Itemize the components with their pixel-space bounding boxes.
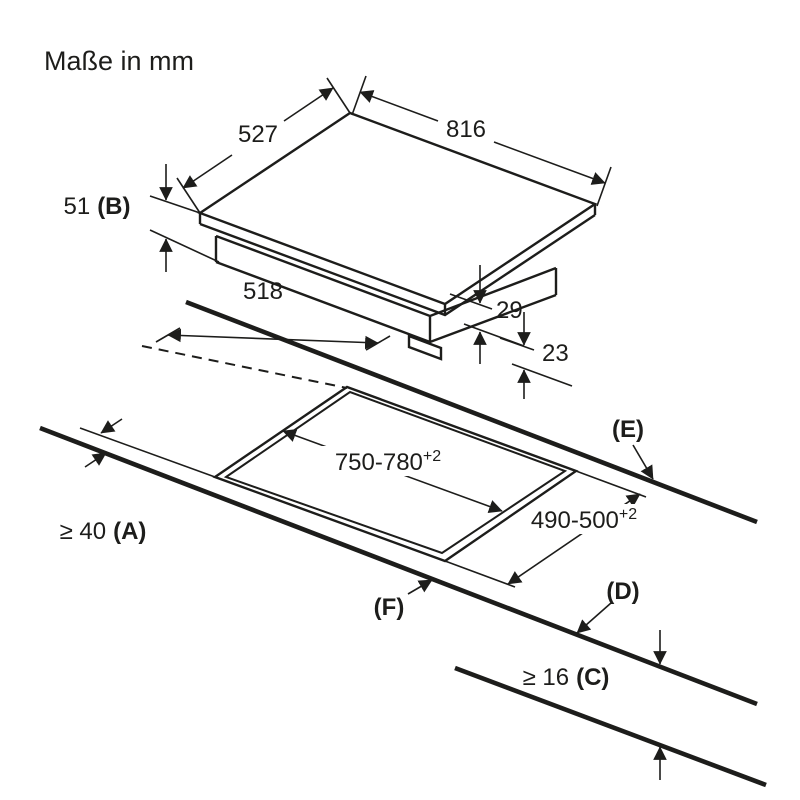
dim-cutout-width-text-mask xyxy=(316,446,461,476)
thickness-ref: (C) xyxy=(576,664,609,691)
worktop-rear-edge-line xyxy=(185,299,758,525)
hob-base xyxy=(214,234,558,344)
label-ref-d: (D) xyxy=(606,578,639,605)
dim-hob-width-816 xyxy=(351,75,612,207)
dim-base-depth-518 xyxy=(155,327,391,351)
dim-cutout-depth-ext2 xyxy=(575,470,647,498)
dim-816-line-right xyxy=(493,141,606,185)
label-cutout-depth: 490-500+2 xyxy=(531,506,637,534)
dim-clearance-a-ext xyxy=(79,427,216,478)
cutout-depth-value: 490-500 xyxy=(531,507,619,534)
label-side-clearance: ≥ 40(A) xyxy=(60,518,147,545)
label-base-clearance: 23 xyxy=(542,340,569,367)
dim-527-tick1 xyxy=(176,177,201,214)
leader-d-arrow xyxy=(576,602,612,634)
label-base-depth: 518 xyxy=(243,278,283,305)
dim-base-clearance-23 xyxy=(499,312,573,399)
projection-dashed-line xyxy=(141,345,348,389)
side-clearance-ref: (A) xyxy=(113,518,146,545)
dim-clearance-a-arrow-lower xyxy=(84,452,107,468)
dim-527-tick2 xyxy=(326,77,351,114)
dim-816-line-left xyxy=(359,90,439,122)
hob-height-value: 51 xyxy=(63,193,90,220)
cutout-depth-tolerance: +2 xyxy=(619,506,637,523)
dim-816-tick1 xyxy=(351,75,367,116)
dim-23-tick1 xyxy=(499,337,535,351)
leader-e-arrow xyxy=(632,444,654,480)
dim-29-tick1 xyxy=(449,293,493,310)
hob-height-ref: (B) xyxy=(97,193,130,220)
dim-23-tick2 xyxy=(511,363,573,387)
worktop-drawing xyxy=(39,299,767,788)
dim-527-line-left xyxy=(182,154,233,189)
diagram-title: Maße in mm xyxy=(44,46,194,76)
dim-51-tick2 xyxy=(149,229,220,263)
worktop-bottom-edge-line xyxy=(454,665,767,788)
worktop-front-edge-line xyxy=(39,425,758,707)
cutout-width-tolerance: +2 xyxy=(423,448,441,465)
hob-drawing xyxy=(197,111,598,361)
dim-hob-height-51 xyxy=(149,164,220,272)
label-hob-depth: 527 xyxy=(238,121,278,148)
dim-51-tick1 xyxy=(149,195,204,215)
dim-816-tick2 xyxy=(596,166,612,207)
dim-clearance-a-arrow-upper xyxy=(100,418,123,434)
dim-cutout-depth-text-mask xyxy=(516,504,656,534)
label-base-height: 29 xyxy=(496,297,523,324)
dim-clearance-a xyxy=(79,418,216,478)
label-hob-width: 816 xyxy=(446,116,486,143)
cutout-outer-outline xyxy=(212,385,579,563)
label-hob-height: 51 (B) xyxy=(63,193,130,220)
dim-cutout-depth-ext1 xyxy=(444,560,516,588)
side-clearance-value: ≥ 40 xyxy=(60,518,107,545)
dim-hob-depth-527 xyxy=(176,77,351,214)
label-ref-e: (E) xyxy=(612,416,644,443)
hob-junction-box xyxy=(407,334,443,361)
cutout-inner-outline xyxy=(223,390,568,555)
cutout-width-value: 750-780 xyxy=(335,449,423,476)
dim-cutout-depth xyxy=(444,470,656,588)
leader-f-arrow xyxy=(407,579,433,595)
dim-518-line xyxy=(167,328,379,350)
label-thickness: ≥ 16(C) xyxy=(523,664,610,691)
label-cutout-width: 750-780+2 xyxy=(335,448,441,476)
dim-527-line-right xyxy=(283,87,334,122)
thickness-value: ≥ 16 xyxy=(523,664,570,691)
label-ref-f: (F) xyxy=(374,594,405,621)
reference-leaders xyxy=(407,444,667,780)
dim-cutout-width xyxy=(282,429,503,513)
